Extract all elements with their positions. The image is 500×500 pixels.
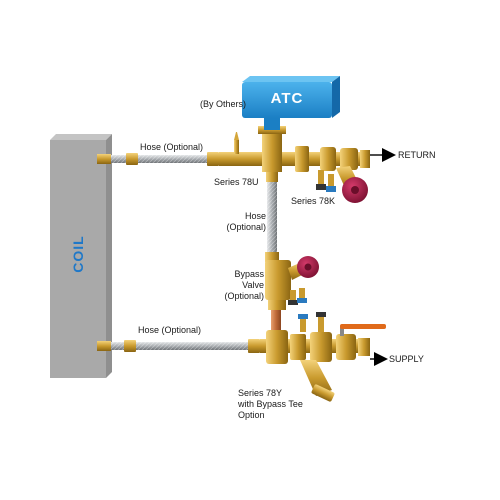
bypass-line3: (Optional) bbox=[224, 291, 264, 301]
hose-middle-label: Hose (Optional) bbox=[216, 211, 266, 233]
coil-block bbox=[50, 134, 112, 378]
series-78y-label: Series 78Y with Bypass Tee Option bbox=[238, 388, 303, 421]
supply-label: SUPPLY bbox=[389, 354, 424, 364]
return-label: RETURN bbox=[398, 150, 436, 160]
supply-valve-assembly bbox=[260, 312, 386, 402]
supply-arrow bbox=[370, 352, 388, 366]
hose-middle-line1: Hose bbox=[244, 211, 266, 221]
bypass-valve-label: Bypass Valve (Optional) bbox=[212, 269, 264, 302]
return-arrow bbox=[370, 148, 396, 162]
hose-top-label: Hose (Optional) bbox=[140, 142, 204, 152]
series-78y-line3: Option bbox=[238, 410, 265, 420]
coil-label: COIL bbox=[70, 235, 86, 273]
bypass-line1: Bypass bbox=[234, 269, 264, 279]
series-78u-label: Series 78U bbox=[214, 177, 259, 187]
series-78k-label: Series 78K bbox=[291, 196, 336, 206]
return-valve-assembly bbox=[219, 126, 370, 203]
series-78y-line2: with Bypass Tee bbox=[238, 399, 303, 409]
hose-bottom-label: Hose (Optional) bbox=[138, 325, 202, 335]
top-hose bbox=[97, 152, 219, 166]
series-78y-line1: Series 78Y bbox=[238, 388, 283, 398]
bypass-line2: Valve bbox=[242, 280, 264, 290]
atc-label: ATC bbox=[270, 90, 304, 107]
bypass-valve bbox=[265, 256, 319, 334]
by-others-label: (By Others) bbox=[200, 99, 247, 109]
bottom-hose bbox=[97, 339, 260, 353]
hose-middle-line2: (Optional) bbox=[226, 222, 266, 232]
atc-actuator bbox=[242, 76, 340, 130]
middle-hose bbox=[265, 172, 279, 262]
